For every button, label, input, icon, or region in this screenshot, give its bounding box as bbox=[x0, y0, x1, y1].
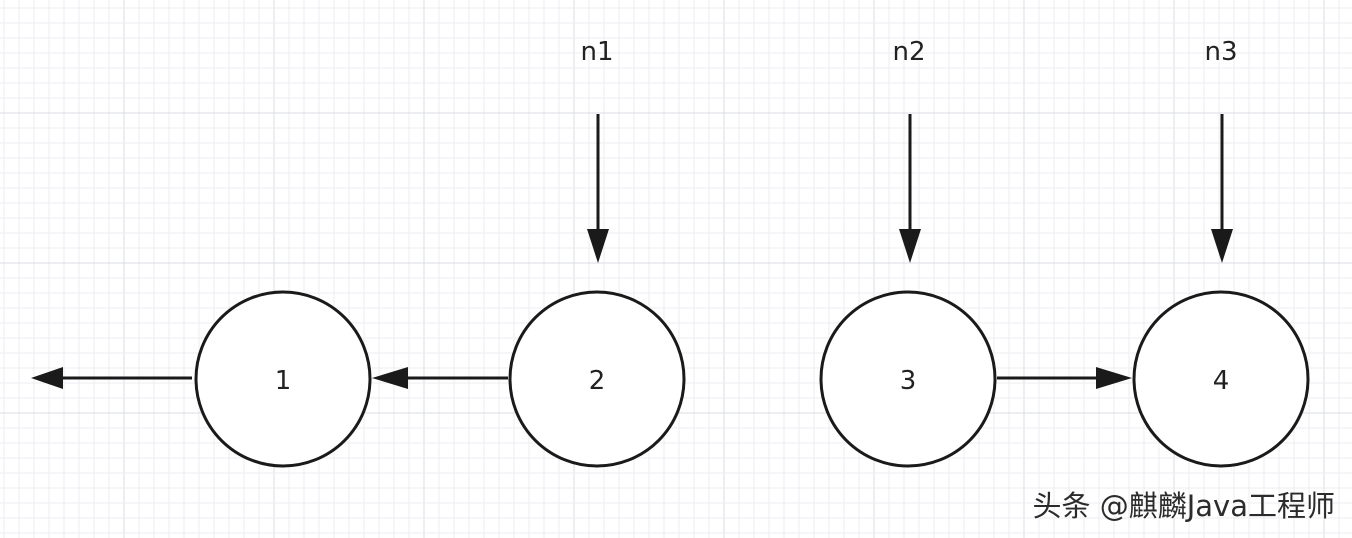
edge-1-to-null-arrowhead bbox=[31, 367, 63, 389]
node-2-label: 2 bbox=[589, 366, 606, 396]
pointer-label-n3: n3 bbox=[1204, 37, 1237, 67]
node-2: 2 bbox=[508, 290, 686, 468]
edge-3-to-4-arrowhead bbox=[1096, 367, 1132, 389]
node-1-label: 1 bbox=[275, 366, 292, 396]
watermark-text: 头条 @麒麟Java工程师 bbox=[1033, 489, 1335, 523]
edges-layer bbox=[31, 367, 1132, 389]
pointer-n2-arrowhead bbox=[899, 229, 921, 263]
edge-2-to-1-arrowhead bbox=[372, 367, 408, 389]
pointer-n1-arrowhead bbox=[587, 229, 609, 263]
node-4-circle bbox=[1132, 290, 1310, 468]
node-4-label: 4 bbox=[1213, 366, 1230, 396]
node-2-circle bbox=[508, 290, 686, 468]
node-1: 1 bbox=[194, 290, 372, 468]
pointers-layer: n1 n2 n3 bbox=[580, 37, 1238, 263]
node-3-circle bbox=[819, 290, 997, 468]
node-3-label: 3 bbox=[900, 366, 917, 396]
node-4: 4 bbox=[1132, 290, 1310, 468]
pointer-n3-arrowhead bbox=[1211, 229, 1233, 263]
pointer-label-n1: n1 bbox=[580, 37, 613, 67]
node-1-circle bbox=[194, 290, 372, 468]
node-3: 3 bbox=[819, 290, 997, 468]
pointer-label-n2: n2 bbox=[892, 37, 925, 67]
nodes-layer: 1 2 3 4 bbox=[194, 290, 1310, 468]
